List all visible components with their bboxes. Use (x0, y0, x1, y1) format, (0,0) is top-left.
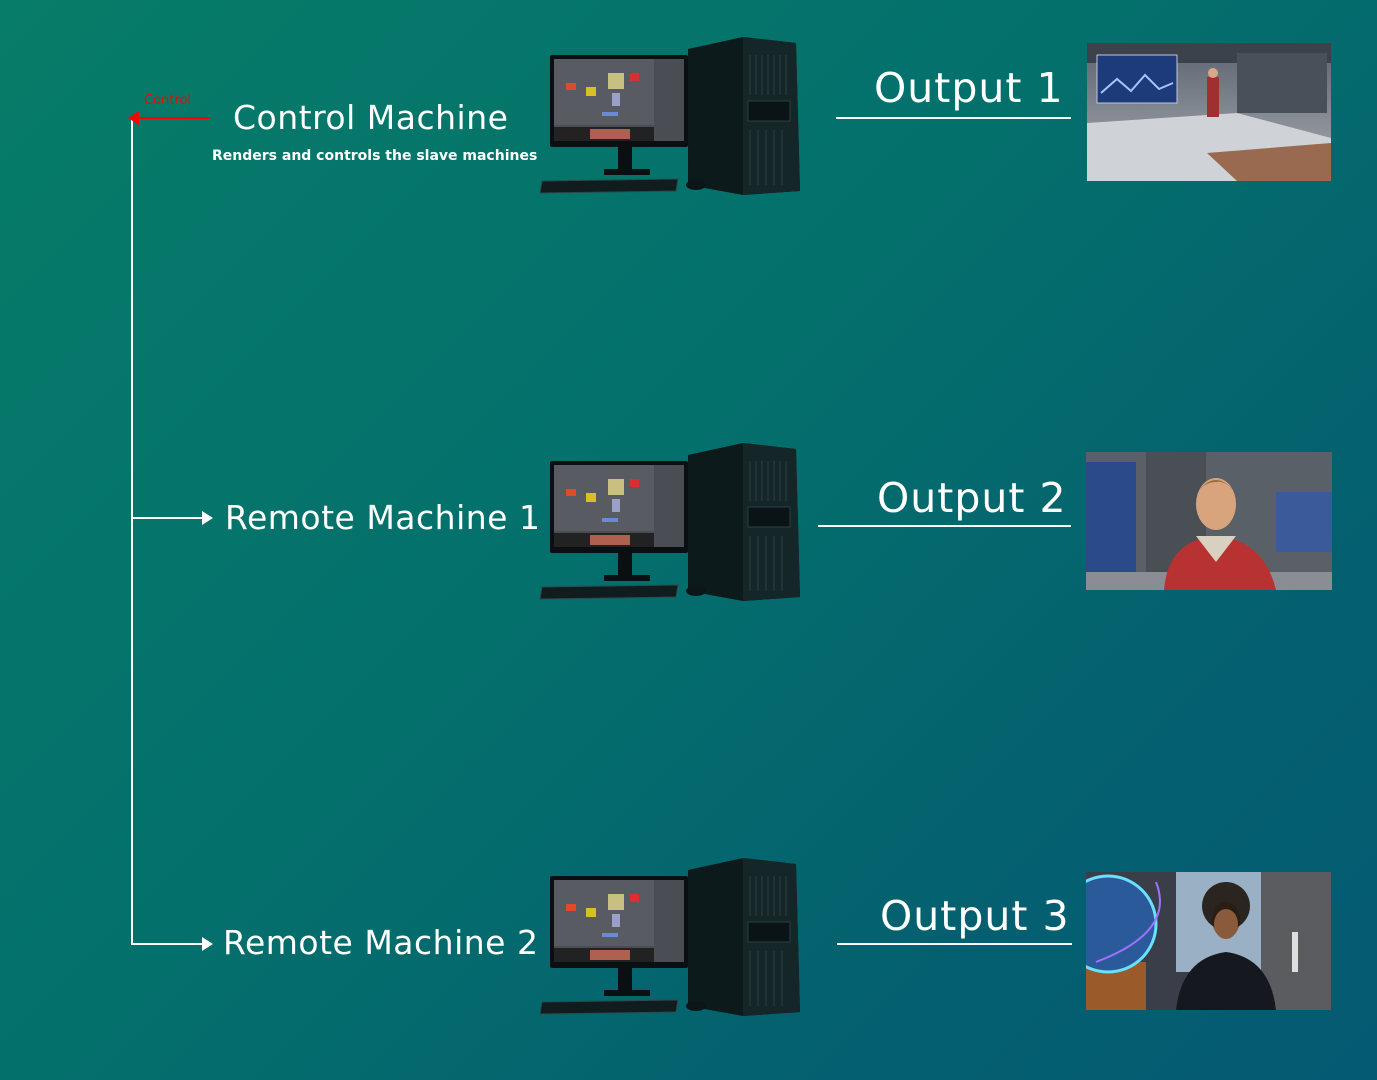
control-machine-title: Control Machine (233, 98, 509, 137)
control-machine-subtitle: Renders and controls the slave machines (212, 148, 538, 164)
output-2-label: Output 2 (877, 474, 1067, 522)
output-2-thumbnail (1086, 452, 1332, 590)
control-arrow-label: Control (144, 93, 191, 108)
connector-trunk (131, 118, 133, 945)
output-2-underline (818, 525, 1071, 527)
remote1-connector (132, 517, 204, 519)
remote-machine-1-computer-icon (538, 441, 803, 603)
output-1-underline (836, 117, 1071, 119)
remote2-connector (132, 943, 204, 945)
output-3-label: Output 3 (880, 892, 1070, 940)
remote-machine-2-computer-icon (538, 856, 803, 1018)
output-3-thumbnail (1086, 872, 1331, 1010)
output-1-label: Output 1 (874, 64, 1064, 112)
remote2-arrowhead (202, 937, 213, 951)
remote1-arrowhead (202, 511, 213, 525)
control-machine-computer-icon (538, 35, 803, 197)
remote-machine-1-title: Remote Machine 1 (225, 498, 541, 537)
remote-machine-2-title: Remote Machine 2 (223, 923, 539, 962)
output-3-underline (837, 943, 1072, 945)
output-1-thumbnail (1087, 43, 1331, 181)
control-arrow-line (138, 117, 210, 119)
control-arrowhead (128, 111, 139, 125)
